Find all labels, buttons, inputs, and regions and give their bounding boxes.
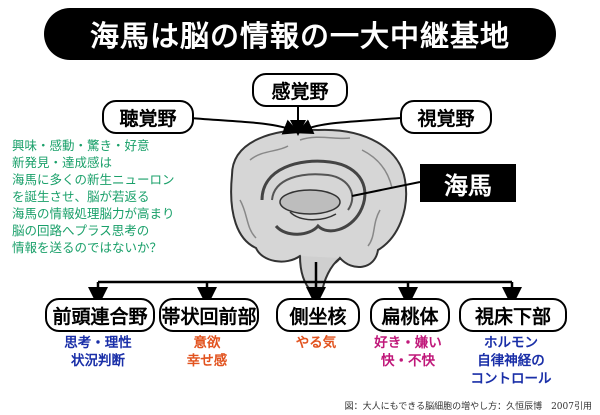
annotation-line: を誕生させ、脳が若返る (12, 189, 150, 204)
functions-anterior-cingulate: 意欲 幸せ感 (159, 334, 255, 370)
input-arrows (189, 104, 401, 136)
node-prefrontal-cortex: 前頭連合野 (45, 298, 155, 332)
function-label: 快・不快 (381, 353, 435, 369)
function-label: 意欲 (193, 335, 221, 351)
functions-prefrontal: 思考・理性 状況判断 (45, 334, 151, 370)
functions-hypothalamus: ホルモン 自律神経の コントロール (459, 334, 563, 388)
function-label: ホルモン (484, 335, 538, 351)
node-visual-cortex: 視覚野 (400, 100, 492, 134)
annotation-line: 脳の回路へプラス思考の (12, 223, 150, 238)
node-sensory-cortex: 感覚野 (252, 73, 348, 107)
hippocampus-label: 海馬 (420, 164, 516, 202)
annotation-text: 興味・感動・驚き・好意 新発見・達成感は 海馬に多くの新生ニューロン を誕生させ… (12, 137, 175, 256)
node-anterior-cingulate: 帯状回前部 (159, 298, 259, 332)
page-title: 海馬は脳の情報の一大中継基地 (44, 8, 556, 60)
node-auditory-cortex: 聴覚野 (102, 100, 194, 134)
node-hypothalamus: 視床下部 (459, 298, 567, 332)
source-credit: 図：大人にもできる脳細胞の増やし方：久恒辰博 2007引用 (344, 402, 592, 412)
function-label: 思考・理性 (64, 335, 132, 351)
brain-illustration (230, 128, 408, 293)
function-label: 幸せ感 (186, 353, 228, 369)
function-label: 状況判断 (71, 353, 125, 369)
functions-amygdala: 好き・嫌い 快・不快 (366, 334, 450, 370)
function-label: コントロール (470, 371, 552, 387)
node-nucleus-accumbens: 側坐核 (276, 298, 360, 332)
function-label: 自律神経の (477, 353, 545, 369)
hippocampus-pointer (351, 181, 421, 197)
annotation-line: 海馬の情報処理脳力が高まり (12, 206, 175, 221)
annotation-line: 海馬に多くの新生ニューロン (12, 172, 175, 187)
output-arrows (88, 262, 522, 307)
function-label: 好き・嫌い (374, 335, 442, 351)
function-label: やる気 (295, 335, 337, 351)
functions-nucleus-accumbens: やる気 (276, 334, 356, 352)
annotation-line: 興味・感動・驚き・好意 (12, 138, 150, 153)
node-amygdala: 扁桃体 (370, 298, 450, 332)
annotation-line: 情報を送るのではないか？ (12, 240, 163, 255)
annotation-line: 新発見・達成感は (12, 155, 113, 170)
